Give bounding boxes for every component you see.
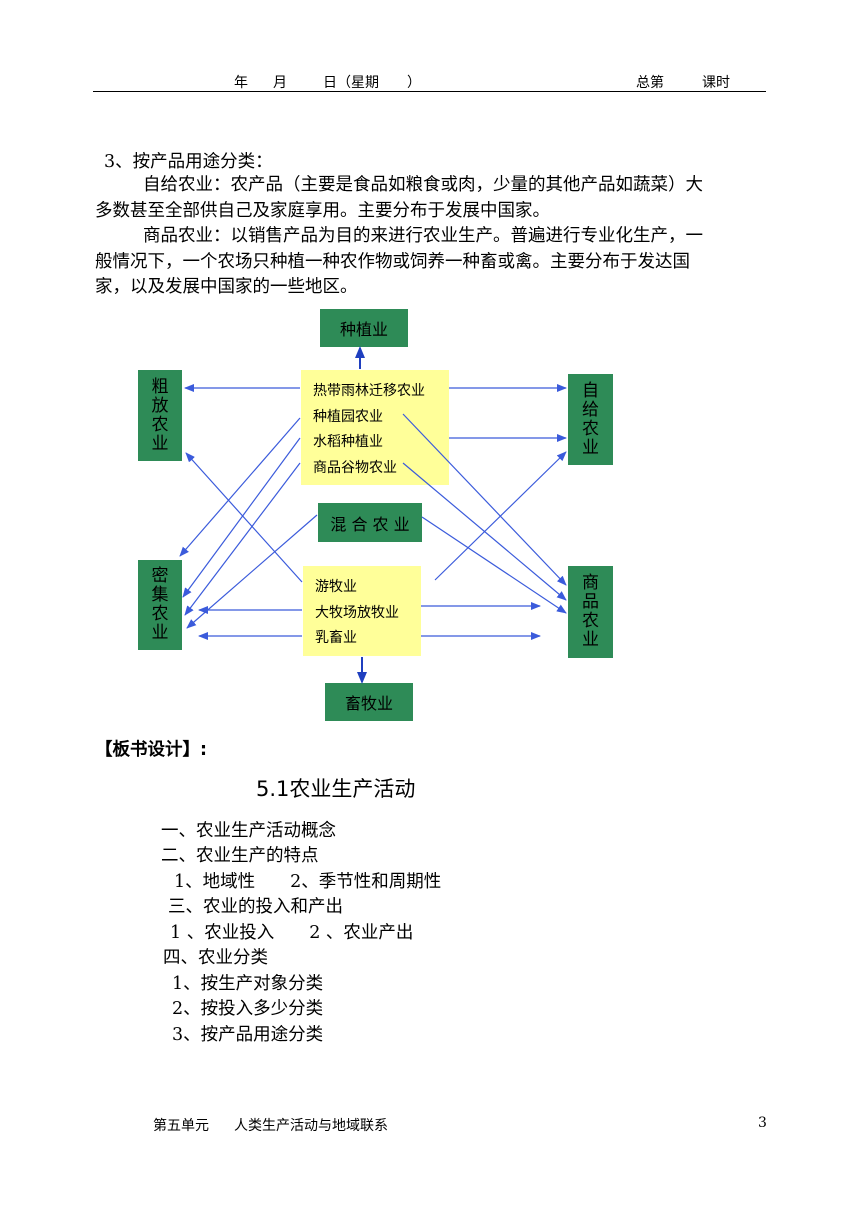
board-design-label: 【板书设计】: xyxy=(95,740,207,760)
footer-unit: 第五单元 xyxy=(153,1118,209,1134)
outline-item: 1、按生产对象分类 xyxy=(172,974,324,994)
heading-by-use: 3、按产品用途分类： xyxy=(104,152,273,172)
box-char: 放 xyxy=(151,395,169,416)
extensive-farming-box: 粗 放 农 业 xyxy=(138,370,182,461)
box-char: 农 xyxy=(582,418,599,439)
outline-item: 1、地域性 2、季节性和周期性 xyxy=(174,872,442,892)
box-char: 农 xyxy=(151,414,169,435)
header-lesson: 课时 xyxy=(702,75,730,91)
header-rule xyxy=(93,91,766,92)
crop-type-item: 水稻种植业 xyxy=(313,434,383,450)
outline-item: 1 、农业投入 2 、农业产出 xyxy=(170,923,414,943)
outline-item: 一、农业生产活动概念 xyxy=(161,821,336,841)
commercial-farming-box: 商 品 农 业 xyxy=(568,566,613,658)
crop-type-item: 热带雨林迁移农业 xyxy=(313,383,425,399)
crop-type-item: 商品谷物农业 xyxy=(313,460,397,476)
arrow-to-commercial xyxy=(421,516,567,614)
arrow-to-subsistence xyxy=(434,451,567,581)
livestock-types-box: 游牧业 大牧场放牧业 乳畜业 xyxy=(303,566,421,656)
arrow-to-intensive xyxy=(182,437,301,598)
arrow-to-intensive xyxy=(186,514,318,629)
arrow-to-extensive xyxy=(185,452,303,583)
box-char: 品 xyxy=(582,592,599,612)
box-char: 业 xyxy=(582,437,599,458)
arrow-to-intensive xyxy=(179,417,301,557)
header-year: 年 xyxy=(234,75,248,91)
paragraph-line: 般情况下，一个农场只种植一种农作物或饲养一种畜或禽。主要分布于发达国 xyxy=(95,251,690,272)
livestock-type-item: 大牧场放牧业 xyxy=(315,605,399,621)
box-char: 自 xyxy=(582,380,599,401)
box-char: 业 xyxy=(151,623,169,643)
livestock-type-item: 游牧业 xyxy=(315,579,357,595)
paragraph-line: 商品农业：以销售产品为目的来进行农业生产。普遍进行专业化生产，一 xyxy=(143,226,703,246)
paragraph-line: 自给农业：农产品（主要是食品如粮食或肉，少量的其他产品如蔬菜）大 xyxy=(143,175,703,195)
subsistence-farming-box: 自 给 农 业 xyxy=(568,374,613,465)
intensive-farming-box: 密 集 农 业 xyxy=(138,560,182,650)
footer-chapter: 人类生产活动与地域联系 xyxy=(234,1118,388,1134)
mixed-farming-box: 混 合 农 业 xyxy=(318,503,422,542)
box-char: 农 xyxy=(582,611,599,631)
page-number: 3 xyxy=(758,1115,767,1131)
box-char: 粗 xyxy=(151,376,169,397)
box-char: 商 xyxy=(582,573,599,593)
outline-item: 2、按投入多少分类 xyxy=(172,999,324,1019)
header-month: 月 xyxy=(273,75,287,91)
outline-item: 三、农业的投入和产出 xyxy=(168,897,343,917)
box-char: 给 xyxy=(582,399,599,420)
livestock-farming-box: 畜牧业 xyxy=(325,683,413,721)
outline-item: 二、农业生产的特点 xyxy=(161,846,319,866)
box-char: 业 xyxy=(582,630,599,650)
box-char: 农 xyxy=(151,604,169,624)
header-total: 总第 xyxy=(636,75,664,91)
crop-farming-box: 种植业 xyxy=(320,309,408,347)
outline-item: 四、农业分类 xyxy=(163,948,268,968)
board-title: 5.1农业生产活动 xyxy=(256,777,416,801)
box-char: 集 xyxy=(151,585,169,605)
livestock-type-item: 乳畜业 xyxy=(315,630,357,646)
arrow-to-commercial xyxy=(402,413,567,586)
paragraph-line: 多数甚至全部供自己及家庭享用。主要分布于发展中国家。 xyxy=(95,200,550,221)
crop-type-item: 种植园农业 xyxy=(313,409,383,425)
commercial-paragraph: 商品农业：以销售产品为目的来进行农业生产。普遍进行专业化生产，一 般情况下，一个… xyxy=(95,224,770,301)
box-char: 密 xyxy=(151,566,169,586)
crop-types-box: 热带雨林迁移农业 种植园农业 水稻种植业 商品谷物农业 xyxy=(301,370,449,485)
paragraph-line: 家，以及发展中国家的一些地区。 xyxy=(95,277,358,297)
box-char: 业 xyxy=(151,433,169,454)
header-day-week: 日（星期 ） xyxy=(323,75,421,91)
arrow-to-intensive xyxy=(184,462,301,616)
outline-item: 3、按产品用途分类 xyxy=(172,1025,324,1045)
self-sufficient-paragraph: 自给农业：农产品（主要是食品如粮食或肉，少量的其他产品如蔬菜）大 多数甚至全部供… xyxy=(95,173,770,224)
